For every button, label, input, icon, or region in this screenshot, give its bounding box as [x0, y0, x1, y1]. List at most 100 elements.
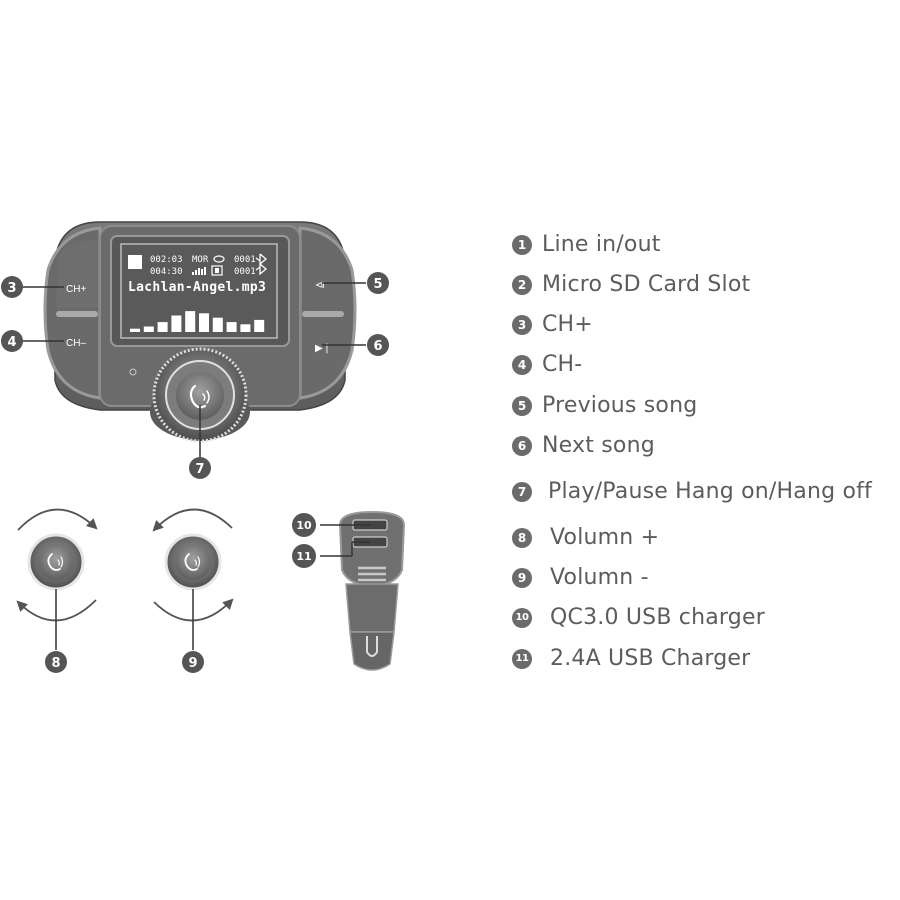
equalizer-bar — [212, 317, 223, 332]
volume-up-illustration — [16, 508, 98, 650]
equalizer-bar — [254, 319, 265, 332]
callout-badge-8: 8 — [45, 651, 67, 673]
bluetooth-icon — [255, 253, 268, 276]
legend-number: 2 — [512, 274, 532, 295]
legend-text: 2.4A USB Charger — [550, 646, 751, 671]
svg-text:5: 5 — [373, 277, 382, 292]
legend-item-6: 6 Next song — [512, 433, 655, 458]
folder-icon — [211, 265, 223, 276]
callout-badge-5: 5 — [367, 272, 389, 294]
svg-text:6: 6 — [373, 339, 382, 354]
equalizer-bar — [143, 326, 154, 332]
callout-badge-9: 9 — [182, 651, 204, 673]
plug-spring-clip — [366, 636, 378, 657]
callout-badge-10: 10 — [292, 513, 316, 537]
equalizer-bar — [199, 313, 209, 332]
time-top: 002:03 — [150, 255, 183, 265]
svg-text:10: 10 — [296, 519, 312, 532]
legend-number: 3 — [512, 314, 532, 335]
repeat-icon — [213, 255, 225, 263]
callout-badge-7: 7 — [189, 457, 211, 479]
callout-badge-4: 4 — [1, 330, 23, 352]
legend-number: 9 — [512, 567, 532, 588]
level-meter-icon — [192, 267, 206, 275]
fm-transmitter-device: 002:03 MOR 0001 004:30 0001 Lachlan-Ange… — [43, 221, 357, 443]
volume-down-button-center — [175, 544, 211, 580]
callout-lines-main — [22, 282, 366, 458]
right-button-divider — [302, 311, 344, 317]
rotate-arrow-top — [17, 508, 98, 531]
legend-number: 10 — [512, 607, 532, 628]
ch-minus-label: CH– — [66, 338, 86, 349]
svg-text:3: 3 — [7, 281, 16, 296]
legend-text: CH- — [542, 352, 583, 377]
legend-item-7: 7 Play/Pause Hang on/Hang off — [512, 479, 872, 504]
rotate-arrow-bottom — [16, 599, 97, 622]
svg-text:8: 8 — [51, 656, 60, 671]
ch-plus-button[interactable] — [56, 240, 98, 308]
legend-text: QC3.0 USB charger — [550, 605, 765, 630]
svg-text:4: 4 — [7, 335, 16, 350]
legend-item-3: 3 CH+ — [512, 312, 593, 337]
svg-text:7: 7 — [195, 462, 204, 477]
microphone-hole — [129, 368, 137, 376]
callout-badge-11: 11 — [292, 544, 316, 568]
plug-body — [345, 583, 399, 633]
phone-icon — [47, 553, 64, 571]
play-pause-button[interactable] — [176, 372, 224, 420]
legend-number: 1 — [512, 234, 532, 255]
legend-number: 8 — [512, 527, 532, 548]
sd-card-indicator-icon — [128, 255, 142, 269]
legend-item-2: 2 Micro SD Card Slot — [512, 272, 750, 297]
callout-badge-3: 3 — [1, 276, 23, 298]
rotate-arrow-top — [152, 508, 233, 532]
equalizer-bar — [171, 315, 182, 332]
legend-item-9: 9 Volumn - — [512, 565, 649, 590]
legend-item-10: 10 QC3.0 USB charger — [512, 605, 765, 630]
callout-badge-6: 6 — [367, 334, 389, 356]
time-bottom: 004:30 — [150, 267, 183, 277]
legend-item-5: 5 Previous song — [512, 393, 697, 418]
legend-text: Play/Pause Hang on/Hang off — [548, 479, 873, 504]
ch-plus-label: CH+ — [66, 284, 86, 295]
count-bottom: 0001 — [234, 267, 256, 277]
previous-icon: ⧏ — [315, 280, 325, 291]
legend-number: 6 — [512, 435, 532, 456]
next-icon: ▶❘ — [315, 343, 331, 354]
mode-label: MOR — [192, 255, 209, 265]
legend-text: Previous song — [542, 393, 698, 418]
legend-text: Micro SD Card Slot — [542, 272, 751, 297]
legend-item-8: 8 Volumn + — [512, 525, 659, 550]
phone-icon — [184, 553, 201, 571]
car-charger-plug — [320, 510, 406, 671]
volume-down-illustration — [152, 508, 234, 650]
legend-number: 7 — [512, 481, 532, 502]
plug-tip — [349, 631, 395, 671]
song-title: Lachlan-Angel.mp3 — [128, 280, 266, 295]
legend-item-4: 4 CH- — [512, 352, 582, 377]
legend-number: 4 — [512, 354, 532, 375]
legend-number: 5 — [512, 395, 532, 416]
equalizer-bar — [185, 311, 196, 332]
legend-text: CH+ — [542, 312, 593, 337]
volume-up-button-center — [38, 544, 74, 580]
legend-item-1: 1 Line in/out — [512, 232, 661, 257]
count-top: 0001 — [234, 255, 256, 265]
equalizer-bar — [130, 328, 140, 332]
equalizer-bar — [240, 324, 251, 332]
legend-number: 11 — [512, 648, 532, 669]
legend-item-11: 11 2.4A USB Charger — [512, 646, 750, 671]
equalizer-bars — [130, 311, 265, 332]
svg-text:11: 11 — [296, 550, 311, 563]
legend-text: Line in/out — [542, 232, 661, 257]
equalizer-bar — [226, 322, 237, 332]
equalizer-bar — [157, 322, 168, 332]
plug-grip-ribs — [358, 566, 386, 582]
left-button-divider — [56, 311, 98, 317]
legend-text: Volumn - — [550, 565, 649, 590]
phone-icon — [189, 384, 210, 409]
svg-text:9: 9 — [188, 656, 197, 671]
legend-text: Next song — [542, 433, 655, 458]
legend-text: Volumn + — [550, 525, 660, 550]
